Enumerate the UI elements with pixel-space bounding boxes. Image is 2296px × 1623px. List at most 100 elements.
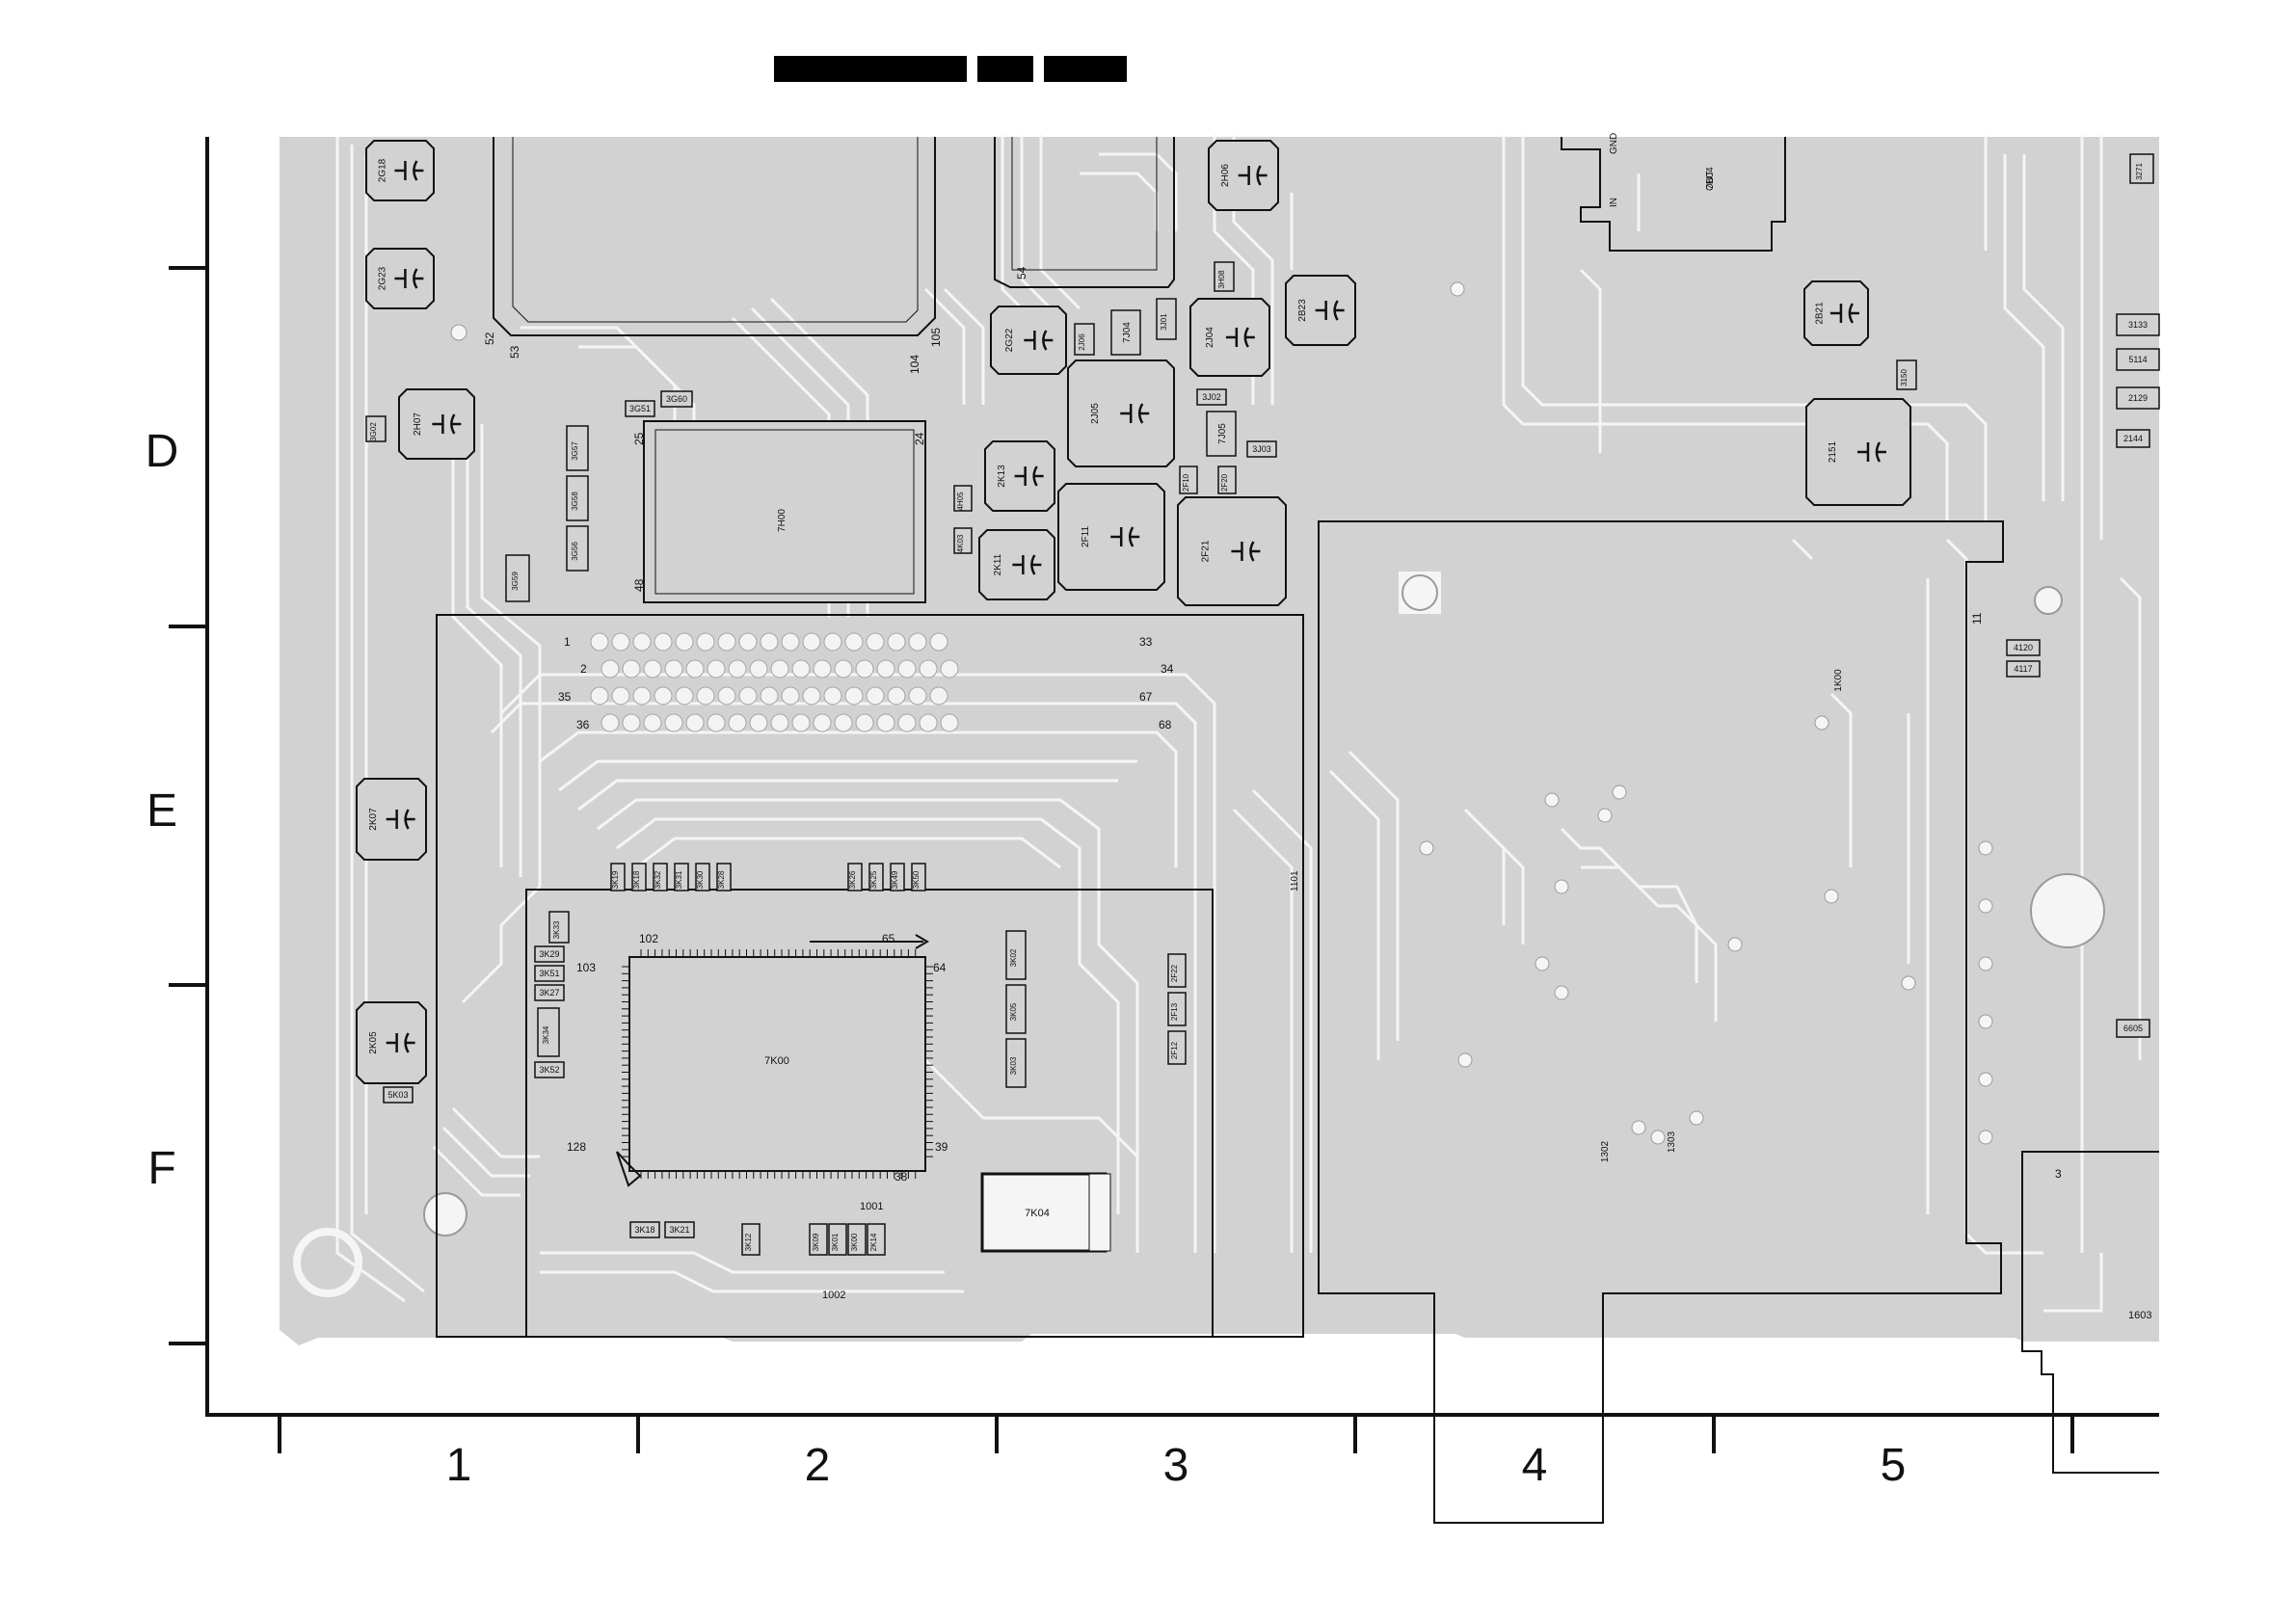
resistor-label: 3K34 — [542, 1025, 550, 1044]
resistor-label: 2F13 — [1170, 1002, 1179, 1021]
resistor-label: 3K18 — [634, 1225, 654, 1235]
pin-33: 33 — [1139, 635, 1153, 649]
resistor: 3K25 — [868, 863, 884, 891]
bga-pad — [632, 632, 652, 652]
capacitor-symbol-icon — [1012, 554, 1042, 575]
resistor: 3J01 — [1156, 298, 1177, 340]
resistor-label: 3K52 — [539, 1065, 559, 1075]
resistor: 5K03 — [383, 1086, 414, 1104]
bga-pad — [781, 632, 800, 652]
bga-pad — [675, 632, 694, 652]
bga-pad — [876, 713, 895, 732]
module-1k00-label: 1K00 — [1833, 669, 1844, 692]
capacitor: 2G22 — [990, 306, 1067, 375]
capacitor: 2F21 — [1177, 496, 1287, 606]
resistor: 4117 — [2006, 660, 2041, 678]
bga-pad — [919, 713, 938, 732]
module-1k00-outline: 1K00 — [1318, 520, 2004, 1524]
capacitor: 2151 — [1805, 398, 1911, 506]
resistor-label: 6605 — [2123, 1024, 2143, 1033]
pin-54: 54 — [1015, 266, 1028, 279]
resistor-label: 5114 — [2128, 355, 2147, 364]
capacitor-label: 2G18 — [378, 158, 388, 182]
bga-pad — [802, 686, 821, 705]
connector-7b04: 7B04 IN GND OUT — [1561, 133, 1786, 252]
ref-1002: 1002 — [822, 1290, 845, 1301]
bga-pad — [791, 659, 811, 678]
resistor: 3271 — [2129, 153, 2154, 184]
resistor-label: 3K02 — [1009, 948, 1018, 967]
resistor-label: 3J02 — [1202, 392, 1221, 402]
pin-53: 53 — [508, 345, 521, 359]
resistor: 2F12 — [1167, 1030, 1187, 1065]
capacitor-symbol-icon — [386, 809, 415, 830]
pin1-arrow-icon — [915, 934, 929, 949]
resistor: 2J06 — [1074, 323, 1095, 356]
capacitor-label: 2H06 — [1220, 164, 1231, 187]
resistor-label: 4K03 — [956, 534, 965, 552]
conn-in-label: IN — [1609, 198, 1619, 207]
resistor: 3G51 — [625, 400, 655, 417]
resistor-label: 2F10 — [1182, 473, 1190, 492]
bga-pad — [622, 713, 641, 732]
capacitor: 2J04 — [1189, 298, 1270, 377]
resistor-label: 3133 — [2128, 320, 2148, 330]
resistor: 3K27 — [534, 984, 565, 1001]
resistor-label: 3K00 — [850, 1233, 859, 1251]
capacitor-label: 2J04 — [1205, 327, 1215, 348]
connector-1603-outline — [2021, 1151, 2159, 1474]
resistor: 3J02 — [1196, 388, 1227, 406]
resistor-label: 3G58 — [571, 492, 579, 511]
bga-pad — [643, 659, 662, 678]
resistor-label: 3K49 — [891, 870, 899, 889]
resistor-label: 3K25 — [869, 870, 878, 889]
bga-pad — [728, 659, 747, 678]
capacitor: 2J05 — [1067, 359, 1175, 467]
capacitor-symbol-icon — [1315, 300, 1345, 321]
bga-pad-matrix — [590, 632, 959, 732]
pin-35: 35 — [558, 690, 572, 704]
mounting-hole-icon — [293, 586, 2105, 1297]
resistor: 2129 — [2116, 386, 2160, 410]
pin-102: 102 — [639, 932, 658, 945]
bga-pad — [717, 686, 736, 705]
capacitor-label: 2B23 — [1297, 299, 1308, 322]
resistor-label: 3H08 — [1217, 270, 1226, 289]
resistor: 3K33 — [548, 911, 570, 944]
resistor: 3133 — [2116, 313, 2160, 336]
capacitor-symbol-icon — [1829, 303, 1859, 324]
resistor-label: 3J03 — [1252, 444, 1271, 454]
ic-7j04-label: 7J04 — [1122, 322, 1133, 343]
ic-outline-top-left — [493, 137, 1175, 336]
capacitor-symbol-icon — [432, 413, 462, 435]
bga-pad — [622, 659, 641, 678]
pin-24: 24 — [913, 432, 926, 445]
bga-pad — [664, 713, 683, 732]
ic-7j04: 7J04 — [1110, 309, 1141, 356]
resistor-label: 2F20 — [1220, 473, 1229, 492]
bga-pad — [707, 659, 726, 678]
resistor: 2144 — [2116, 429, 2150, 448]
resistor: 3K02 — [1005, 930, 1027, 980]
pin-105: 105 — [929, 328, 943, 347]
ic-7b04-label: 7B04 — [1705, 167, 1716, 190]
bga-pad — [929, 632, 948, 652]
capacitor: 2F11 — [1057, 483, 1165, 591]
capacitor-symbol-icon — [1014, 466, 1044, 487]
resistor: 3K03 — [1005, 1038, 1027, 1088]
bga-pad — [770, 659, 789, 678]
bga-pad — [823, 686, 842, 705]
resistor-label: 3K28 — [717, 870, 726, 889]
resistor: 3K00 — [847, 1223, 867, 1256]
bga-pad — [919, 659, 938, 678]
bga-pad — [791, 713, 811, 732]
resistor: 4K03 — [953, 527, 973, 554]
bga-pad — [749, 713, 768, 732]
resistor: 3K12 — [741, 1223, 761, 1256]
bga-pad — [760, 632, 779, 652]
pin-65: 65 — [882, 932, 895, 945]
resistor: 4120 — [2006, 639, 2041, 656]
pin-39: 39 — [935, 1140, 948, 1154]
bga-pad — [823, 632, 842, 652]
capacitor-label: 2H07 — [413, 412, 423, 436]
